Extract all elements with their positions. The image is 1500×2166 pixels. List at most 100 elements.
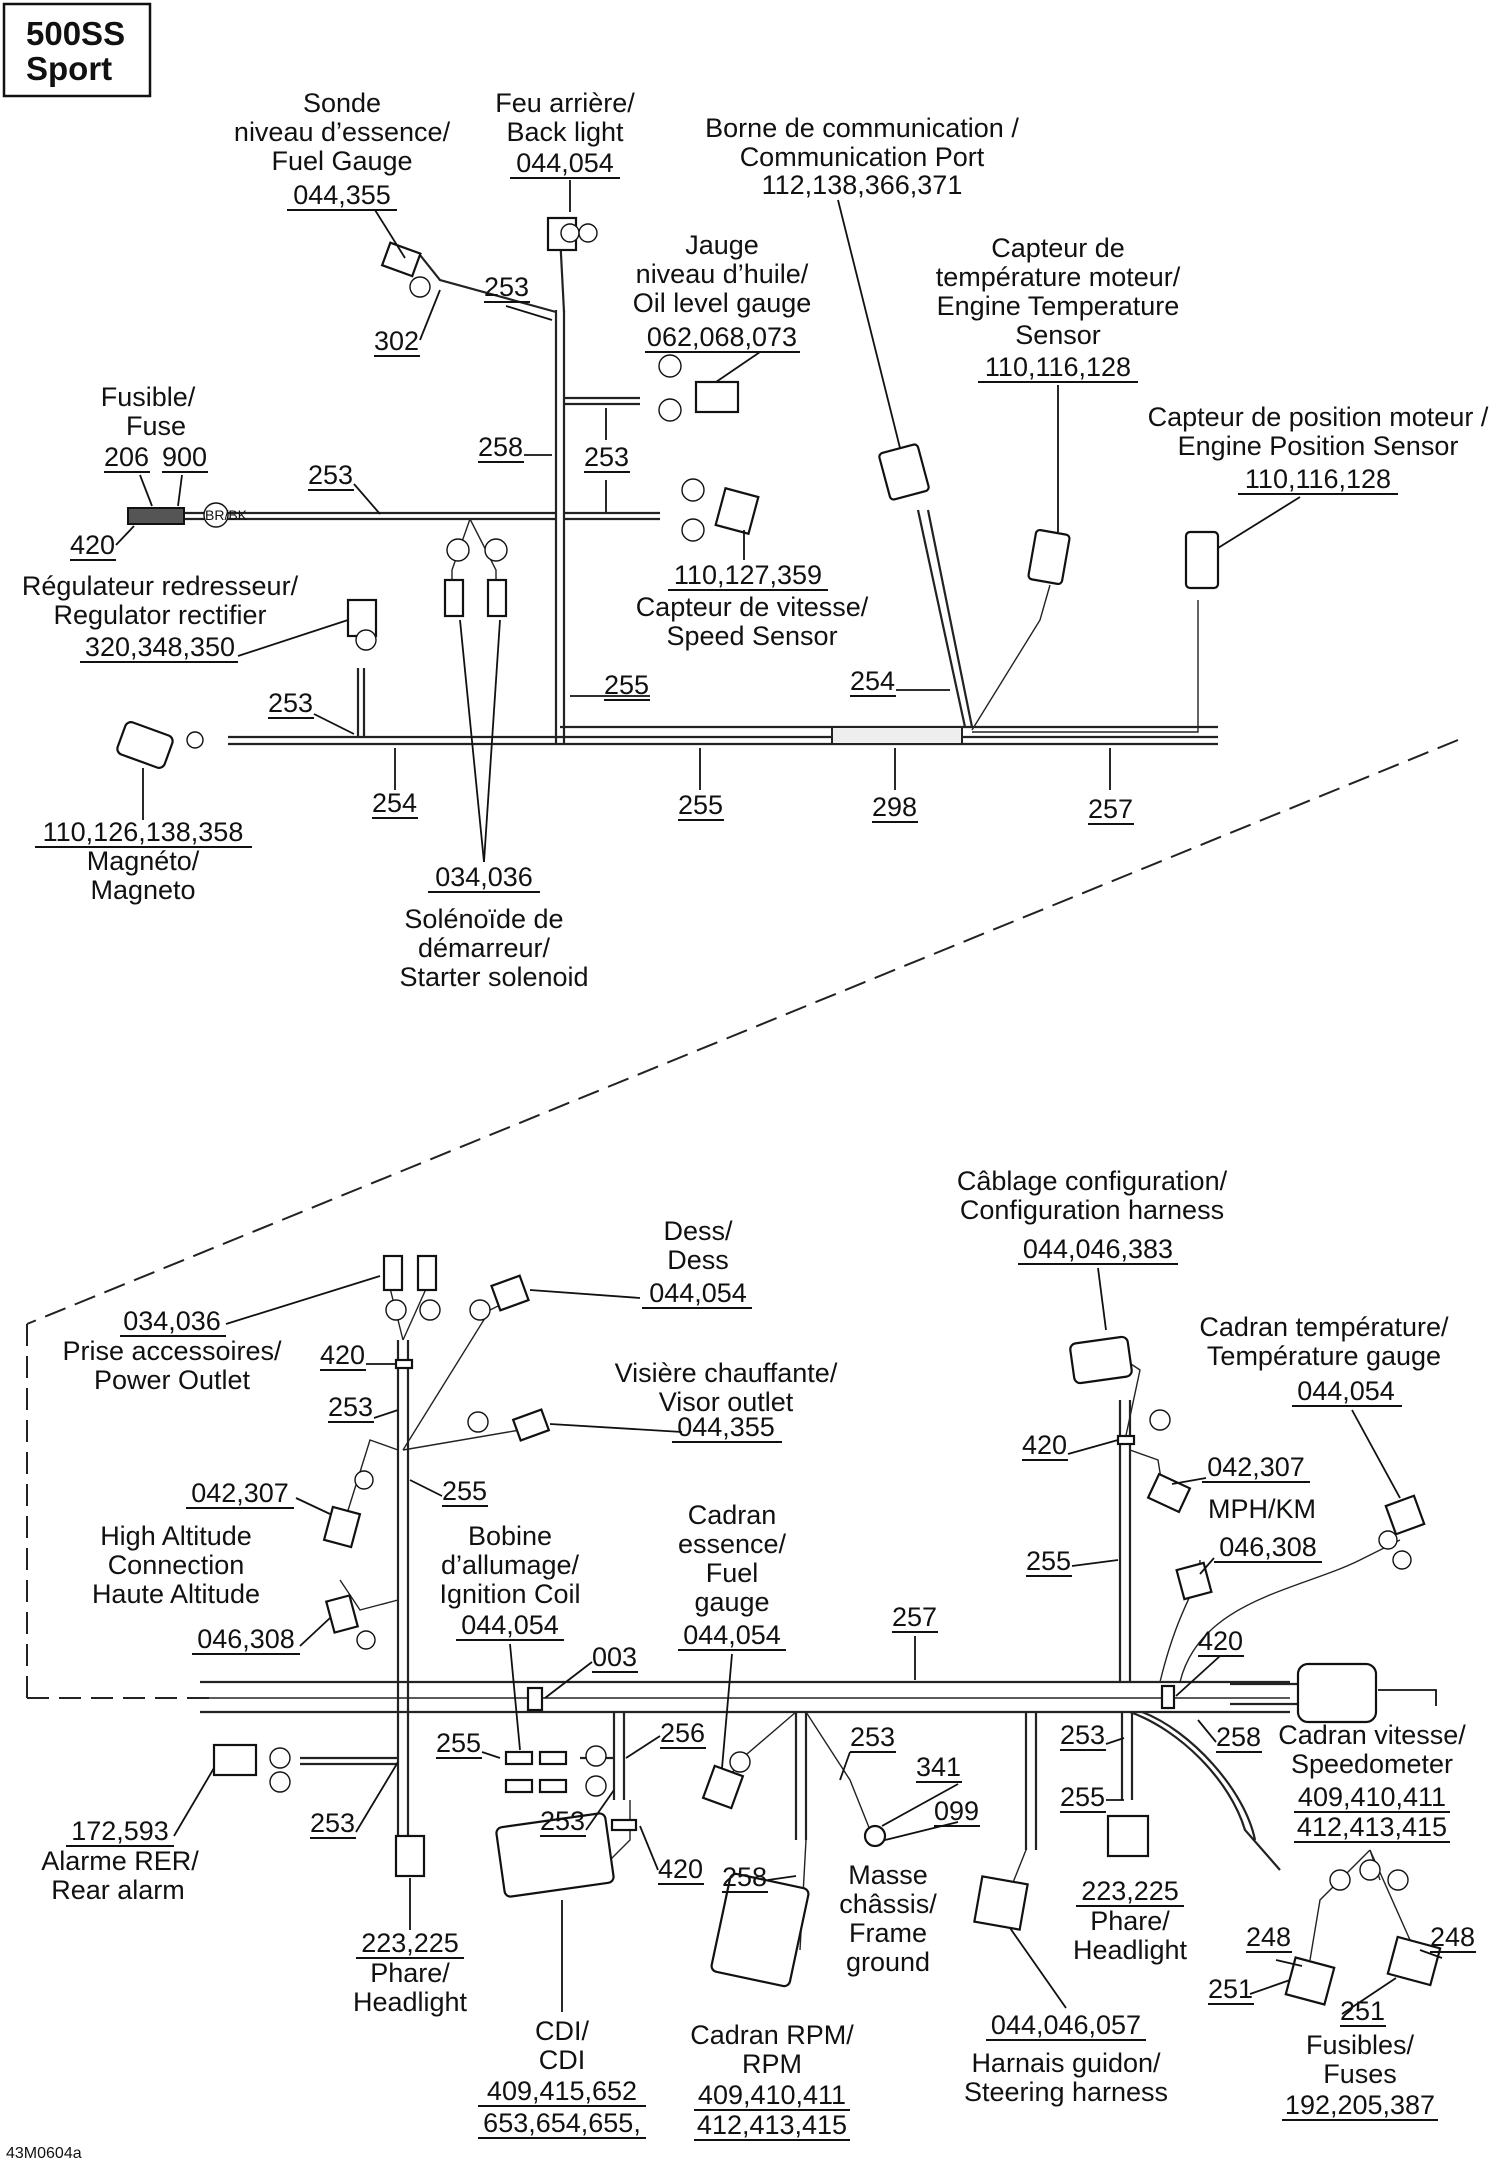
headlight-r-en: Headlight <box>1073 1935 1188 1965</box>
speed-sensor-connector-icon <box>714 486 760 536</box>
ref-420: 420 <box>1198 1626 1243 1656</box>
high-alt-l3: Haute Altitude <box>92 1579 260 1609</box>
comm-port-en: Communication Port <box>740 142 985 172</box>
starter-terminal-icon-2 <box>486 578 508 618</box>
regulator-parts: 320,348,350 <box>85 632 235 662</box>
ign-coil-fr: Bobine <box>468 1521 552 1551</box>
clip-420-icon-2 <box>1116 1434 1136 1446</box>
steering-en: Steering harness <box>964 2077 1168 2107</box>
steering-fr: Harnais guidon/ <box>971 2048 1161 2078</box>
regulator-connector-icon <box>346 598 378 638</box>
bottom-arrows <box>173 1267 1443 2015</box>
clip-003-icon <box>526 1686 544 1712</box>
engine-pos-sensor-icon <box>1184 530 1220 590</box>
oil-gauge-fr2: niveau d’huile/ <box>636 259 809 289</box>
ref-257: 257 <box>892 1602 937 1632</box>
ref-253: 253 <box>328 1392 373 1422</box>
dess-parts: 044,054 <box>649 1278 747 1308</box>
ref-258: 258 <box>1216 1722 1261 1752</box>
fuse-part-420: 420 <box>70 530 115 560</box>
dess-connector-icon <box>490 1274 530 1312</box>
ref-255: 255 <box>678 790 723 820</box>
ref-255: 255 <box>1060 1782 1105 1812</box>
ref-253: 253 <box>584 442 629 472</box>
high-alt-parts2: 046,308 <box>197 1624 295 1654</box>
ign-coil-terminal-icon-3 <box>538 1750 568 1766</box>
fuel-dial-parts: 044,054 <box>683 1620 781 1650</box>
headlight-r-parts: 223,225 <box>1081 1876 1179 1906</box>
engine-pos-fr: Capteur de position moteur / <box>1148 402 1489 432</box>
mph-connector-icon-2 <box>1175 1561 1213 1601</box>
visor-en: Visor outlet <box>659 1387 794 1417</box>
power-outlet-en: Power Outlet <box>94 1365 251 1395</box>
regulator-en: Regulator rectifier <box>53 600 266 630</box>
mph-connector-icon <box>1146 1472 1192 1514</box>
fuses-p1: 248 <box>1246 1922 1291 1952</box>
ign-coil-terminal-icon-2 <box>504 1778 534 1794</box>
back-light-en: Back light <box>506 117 624 147</box>
rpm-en: RPM <box>742 2049 802 2079</box>
starter-terminal-icon-1 <box>443 578 465 618</box>
fuel-sender-fr: Sonde <box>303 88 381 118</box>
top-harness-wires <box>180 234 1218 746</box>
model-line2: Sport <box>26 50 112 87</box>
engine-temp-parts: 110,116,128 <box>985 352 1131 382</box>
headlight-l-fr: Phare/ <box>370 1958 450 1988</box>
ref-420: 420 <box>658 1854 703 1884</box>
high-alt-connector-icon-2 <box>324 1594 360 1634</box>
bottom-harness-wires <box>200 1259 1411 1961</box>
engine-temp-en2: Sensor <box>1015 320 1101 350</box>
fuel-dial-l4: gauge <box>694 1587 769 1617</box>
engine-pos-en: Engine Position Sensor <box>1178 431 1459 461</box>
speedo-fr: Cadran vitesse/ <box>1278 1720 1466 1750</box>
ign-coil-parts: 044,054 <box>461 1610 559 1640</box>
ref-253: 253 <box>850 1722 895 1752</box>
cdi-module-icon <box>495 1812 615 1898</box>
ref-253: 253 <box>1060 1720 1105 1750</box>
ref-255: 255 <box>442 1476 487 1506</box>
visor-parts: 044,355 <box>677 1412 775 1442</box>
ref-255: 255 <box>436 1728 481 1758</box>
high-alt-connector-icon <box>322 1505 362 1549</box>
ref-420: 420 <box>320 1340 365 1370</box>
comm-port-fr: Borne de communication / <box>705 113 1019 143</box>
cdi-parts2: 653,654,655, <box>483 2108 641 2138</box>
tag-text: BR/BK <box>205 507 248 523</box>
comm-port-parts: 112,138,366,371 <box>762 170 963 200</box>
magneto-en: Magneto <box>90 875 195 905</box>
fuel-dial-l1: Cadran <box>688 1500 777 1530</box>
ref-255: 255 <box>604 670 649 700</box>
rpm-parts: 409,410,411 <box>698 2080 846 2110</box>
clip-420-icon-3 <box>394 1358 414 1370</box>
ref-253: 253 <box>308 460 353 490</box>
high-alt-parts: 042,307 <box>191 1478 289 1508</box>
bottom-wire-tags <box>269 1299 1412 1891</box>
ground-en2: ground <box>846 1947 930 1977</box>
headlight-l-parts: 223,225 <box>361 1928 459 1958</box>
speedo-parts2: 412,413,415 <box>1297 1812 1447 1842</box>
mph-parts2: 046,308 <box>1219 1532 1317 1562</box>
clip-420-icon-4 <box>610 1818 638 1832</box>
fuse-box-icon-1 <box>1284 1956 1336 2006</box>
top-wire-tags: BR/BK <box>186 223 705 749</box>
temp-gauge-fr: Cadran température/ <box>1199 1312 1449 1342</box>
rpm-gauge-icon <box>710 1872 810 1988</box>
ign-coil-en: Ignition Coil <box>439 1579 580 1609</box>
starter-en: Starter solenoid <box>399 962 588 992</box>
top-connectors <box>116 216 1220 769</box>
power-outlet-terminal-icon-2 <box>416 1254 438 1292</box>
magneto-connector-icon <box>116 721 174 769</box>
headlight-l-en: Headlight <box>353 1987 468 2017</box>
rear-alarm-connector-icon <box>212 1743 258 1777</box>
ground-p1: 341 <box>916 1752 961 1782</box>
model-line1: 500SS <box>26 15 125 52</box>
ground-ring-icon <box>863 1824 887 1848</box>
fuel-gauge-connector-icon <box>380 241 422 278</box>
fuse-part-900: 900 <box>162 442 207 472</box>
model-box: 500SS Sport <box>2 2 152 98</box>
fuel-sender-en: Fuel Gauge <box>271 146 412 176</box>
headlight-l-connector-icon <box>394 1834 426 1878</box>
steering-connector-icon <box>973 1875 1029 1931</box>
ign-coil-terminal-icon-4 <box>538 1778 568 1794</box>
